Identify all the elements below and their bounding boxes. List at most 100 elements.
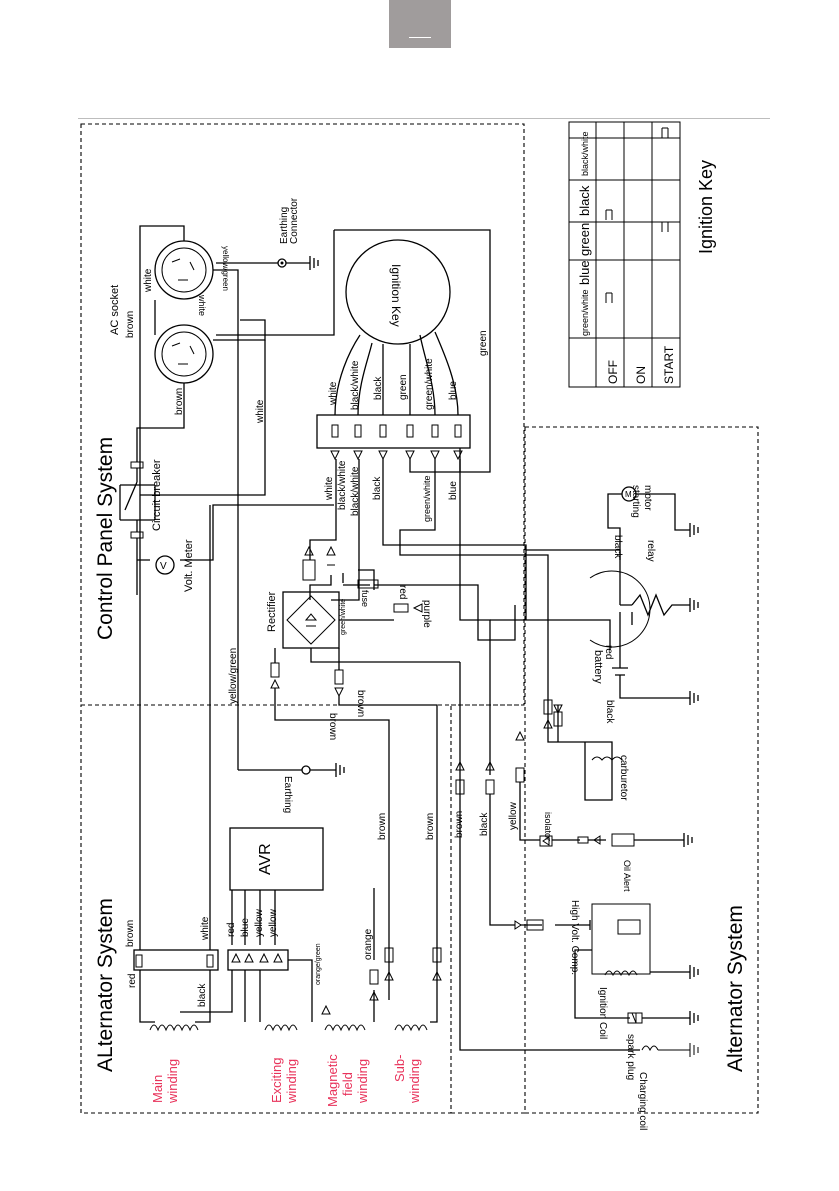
wire-label-yellow-avr: yellow	[254, 908, 265, 937]
wire-label-black-key: black	[373, 376, 384, 400]
starting-motor-label-2: motor	[642, 485, 653, 511]
avr-label: AVR	[257, 843, 274, 875]
wire-label-white-socket2: white	[197, 294, 207, 316]
wire-label-white-alt: white	[200, 916, 211, 941]
wire-label-orange: orange	[363, 928, 374, 960]
wire-label-bw-lower: black/white	[337, 460, 348, 510]
wire-label-brown-alt: brown	[125, 920, 136, 947]
wire-label-bw-key: black/white	[350, 360, 361, 410]
alternator-connector: brown white red black orange/green orang…	[125, 370, 442, 1023]
spark-plug-label: spark plug	[625, 1034, 636, 1080]
wire-label-purple: purple	[421, 600, 432, 628]
ignition-key-table: green/white blue green black black/white…	[568, 121, 716, 388]
ac-socket-label: AC socket	[109, 285, 121, 335]
magnetic-winding-label-2: field	[340, 1072, 355, 1096]
key-col-blue: blue	[577, 260, 592, 285]
carburetor: carburetor	[543, 699, 629, 801]
high-volt-label: High Volt. Comp.	[569, 900, 580, 975]
wire-label-green-white-rect: green/white	[340, 599, 347, 635]
rectifier: Rectifier green/white purple fuse red br…	[266, 545, 460, 960]
wire-label-brown-lower: brown	[454, 811, 465, 838]
wire-label-white-key: white	[328, 381, 339, 406]
exciting-winding-label-2: winding	[284, 1059, 299, 1104]
wire-label-white-lower: white	[324, 476, 335, 501]
wire-label-yellow-lower: yellow	[508, 801, 519, 830]
wire-label-black-alt: black	[197, 983, 208, 1007]
oil-alert-label: Oil Alert	[622, 860, 632, 892]
key-col-green-white: green/white	[580, 289, 590, 336]
wire-label-blue-lower: blue	[448, 481, 459, 500]
control-panel-title: Control Panel System	[94, 437, 117, 640]
circuit-breaker-label: Circuit breaker	[151, 459, 163, 531]
key-col-black: black	[577, 185, 592, 216]
earthing-connector: Earthing Connector	[216, 197, 319, 270]
winding-coils: Main winding Exciting winding Magnetic f…	[149, 1024, 428, 1107]
sub-winding-label-1: Sub-	[392, 1055, 407, 1082]
wire-label-white-mid: white	[255, 399, 266, 424]
sub-winding-label-2: winding	[407, 1059, 422, 1104]
starter-circuit: M starting motor relay black battery red…	[490, 485, 699, 724]
wire-label-red-alt: red	[127, 974, 138, 988]
lower-alternator-components: brown black yellow isolator Oil Alert Hi…	[454, 662, 699, 1130]
magnetic-winding-label-1: Magnetic	[325, 1054, 340, 1107]
battery-label: battery	[592, 650, 604, 684]
starting-motor-label-1: starting	[630, 485, 641, 518]
earthing-connector-label-1: Earthing	[279, 207, 290, 244]
ignition-coil-label: Ignition Coil	[597, 987, 608, 1039]
fuse-label: fuse	[360, 590, 370, 607]
wire-label-white-socket: white	[143, 268, 154, 293]
control-panel-box	[80, 123, 525, 706]
circuit-breaker: Circuit breaker	[119, 459, 163, 539]
avr-unit: AVR red blue yellow yellow	[226, 827, 324, 945]
wire-label-yellow-green-mid: yellow/green	[228, 648, 239, 704]
wire-label-red-fuse: red	[397, 585, 408, 599]
ignition-key-caption: Ignition Key	[696, 160, 716, 254]
volt-symbol: V	[160, 561, 167, 572]
main-winding-label-2: winding	[165, 1059, 180, 1104]
wire-label-gw-key: green/white	[424, 358, 435, 410]
magnetic-winding-label-3: winding	[355, 1059, 370, 1104]
motor-symbol: M	[625, 490, 632, 499]
terminal-block: white black/white black green green/whit…	[316, 330, 489, 522]
alternator-right-box	[524, 426, 759, 1114]
exciting-winding-label-1: Exciting	[269, 1057, 284, 1103]
wire-label-blue-avr: blue	[240, 918, 251, 937]
earthing-connector-label-2: Connector	[289, 197, 300, 244]
volt-meter: V Volt. Meter	[155, 539, 195, 592]
isolator-label: isolator	[543, 812, 553, 841]
wire-label-green-key: green	[398, 374, 409, 400]
key-col-green: green	[577, 223, 592, 256]
wire-label-black-lower: black	[372, 476, 383, 500]
wire-label-brown-sub2: brown	[425, 813, 436, 840]
main-winding-label-1: Main	[150, 1075, 165, 1103]
alternator-left-title: ALternator System	[94, 898, 117, 1072]
earthing: Earthing	[238, 763, 345, 813]
wire-label-brown-socket: brown	[125, 311, 136, 338]
wire-label-black-relay: black	[612, 535, 623, 559]
wire-label-yellow-green-socket: yellow/green	[221, 246, 230, 291]
wire-label-brown-mid: brown	[174, 388, 185, 415]
alternator-right-title: Alternator System	[724, 905, 747, 1072]
wire-label-black-lower2: black	[479, 812, 490, 836]
wire-label-bw-lower2: black/white	[350, 466, 361, 516]
volt-meter-label: Volt. Meter	[183, 539, 195, 592]
page-header-tab	[389, 0, 451, 48]
ac-socket: AC socket brown white white yellow/green	[109, 240, 230, 384]
ignition-key-switch: Ignition Key	[345, 239, 451, 345]
wire-label-brown-sub: brown	[377, 813, 388, 840]
alternator-left-box	[80, 704, 452, 1114]
earthing-label: Earthing	[282, 776, 293, 813]
wire-label-brown-rect: brown	[355, 690, 366, 717]
ignition-key-label: Ignition Key	[389, 264, 403, 327]
wire-label-orange-green: orange/green	[315, 943, 322, 985]
carburetor-label: carburetor	[618, 755, 629, 801]
key-col-black-white: black/white	[580, 131, 590, 176]
charging-coil-label: Charging coil	[637, 1072, 648, 1130]
relay-label: relay	[645, 540, 656, 562]
wire-label-red-avr: red	[226, 923, 237, 937]
top-rule	[78, 118, 770, 119]
wire-label-green-right: green	[478, 330, 489, 356]
key-row-off: OFF	[606, 360, 620, 384]
wire-label-gw-lower: green/white	[422, 475, 432, 522]
